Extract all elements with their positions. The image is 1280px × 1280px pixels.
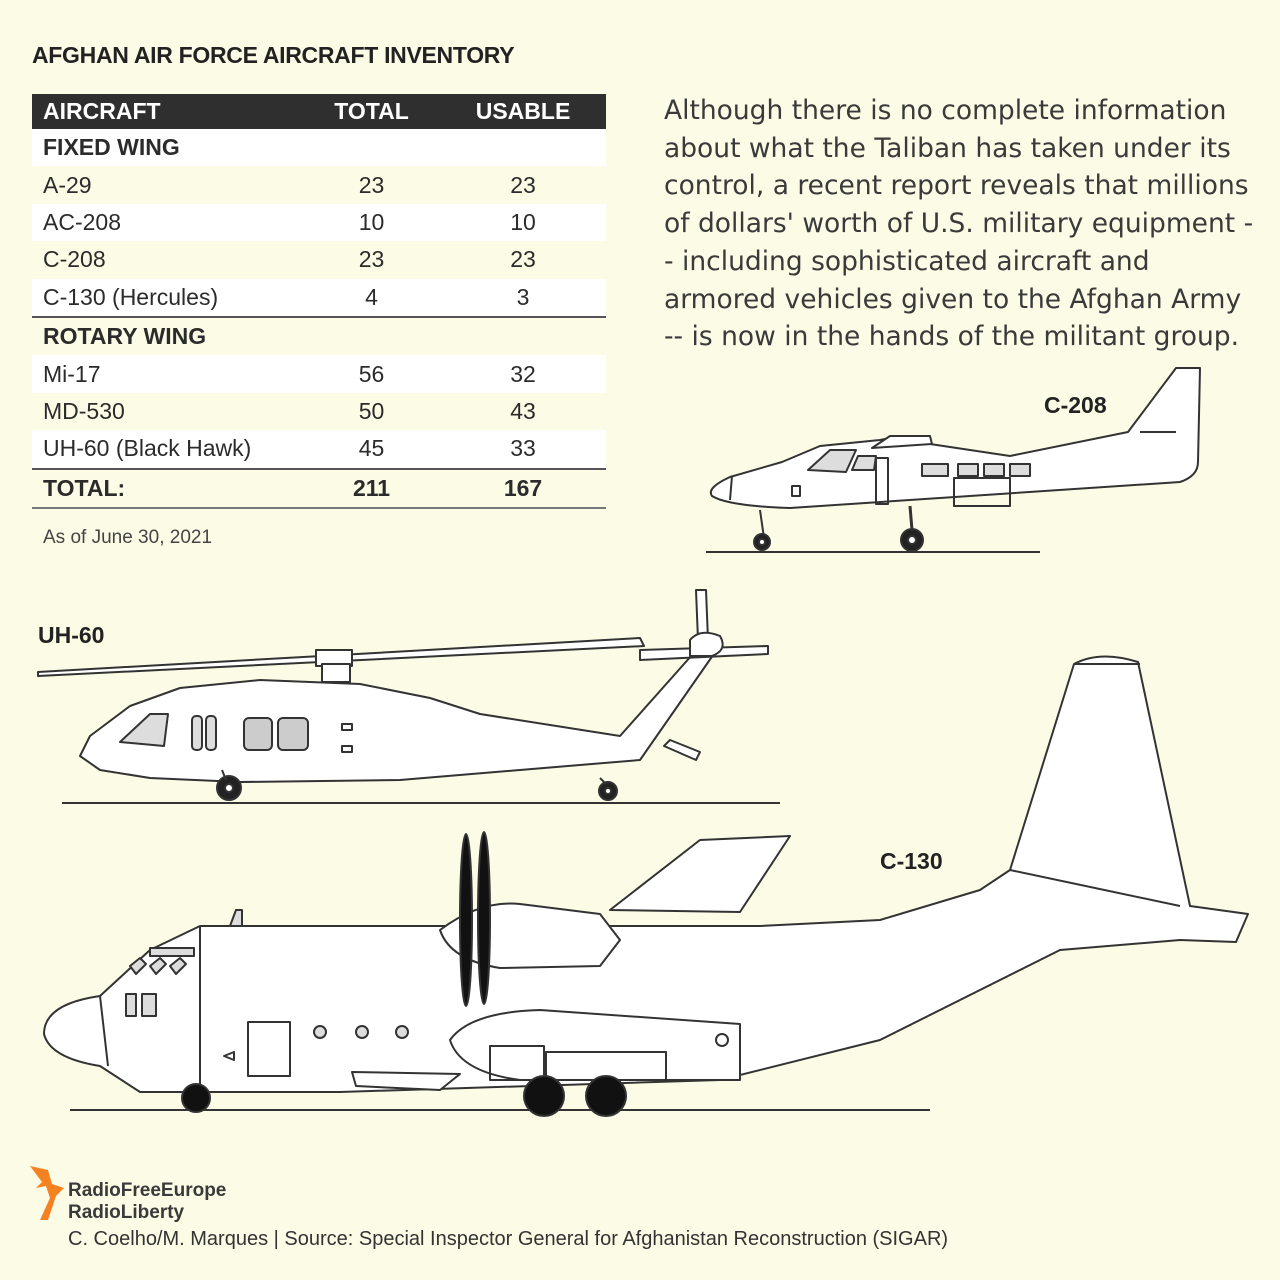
logo-line-1: RadioFreeEurope <box>68 1180 227 1201</box>
aircraft-cell: Mi-17 <box>32 355 303 393</box>
aircraft-cell: AC-208 <box>32 203 303 242</box>
table-header-row: AIRCRAFT TOTAL USABLE <box>32 94 606 129</box>
usable-cell: 3 <box>440 278 606 318</box>
usable-cell: 23 <box>510 246 536 273</box>
total-cell: 23 <box>358 246 385 273</box>
total-cell: 4 <box>303 278 440 318</box>
aircraft-cell: UH-60 (Black Hawk) <box>32 430 303 470</box>
header-total: TOTAL <box>303 94 440 129</box>
table-row: Mi-17 56 32 <box>32 355 606 393</box>
header-usable: USABLE <box>440 94 606 129</box>
logo-text: RadioFreeEurope RadioLiberty <box>68 1180 226 1224</box>
total-label: TOTAL: <box>32 468 303 509</box>
table-row: C-208 23 23 <box>32 241 606 278</box>
usable-cell: 167 <box>440 468 606 509</box>
table-row: UH-60 (Black Hawk) 45 33 <box>32 430 606 470</box>
section-label: ROTARY WING <box>43 323 207 350</box>
table-row: C-130 (Hercules) 4 3 <box>32 278 606 318</box>
c130-label: C-130 <box>880 848 943 874</box>
logo-line-2: RadioLiberty <box>68 1202 185 1223</box>
section-row-fixed-wing: FIXED WING <box>32 129 606 167</box>
c208-illustration <box>706 367 1201 553</box>
total-cell: 50 <box>358 397 385 424</box>
aircraft-cell: C-208 <box>43 246 106 273</box>
uh60-label: UH-60 <box>38 622 105 648</box>
total-cell: 10 <box>303 203 440 242</box>
section-label: FIXED WING <box>32 129 606 167</box>
usable-cell: 43 <box>510 397 536 424</box>
total-cell: 45 <box>303 430 440 470</box>
description-paragraph: Although there is no complete informatio… <box>664 95 1254 353</box>
credits: C. Coelho/M. Marques | Source: Special I… <box>68 1228 949 1250</box>
total-row: TOTAL: 211 167 <box>32 468 606 509</box>
aircraft-cell: MD-530 <box>43 397 125 424</box>
aircraft-cell: C-130 (Hercules) <box>32 278 303 318</box>
usable-cell: 23 <box>510 171 536 198</box>
header-aircraft: AIRCRAFT <box>32 94 303 129</box>
table-row: A-29 23 23 <box>32 166 606 203</box>
usable-cell: 32 <box>440 355 606 393</box>
total-cell: 211 <box>303 468 440 509</box>
usable-cell: 10 <box>440 203 606 242</box>
usable-cell: 33 <box>440 430 606 470</box>
total-cell: 56 <box>303 355 440 393</box>
total-cell: 23 <box>358 171 385 198</box>
as-of-note: As of June 30, 2021 <box>43 527 213 548</box>
section-row-rotary-wing: ROTARY WING <box>32 317 606 355</box>
table-row: AC-208 10 10 <box>32 203 606 242</box>
c130-illustration <box>43 655 1249 1117</box>
uh60-illustration <box>37 589 780 804</box>
table-row: MD-530 50 43 <box>32 393 606 430</box>
c208-label: C-208 <box>1044 392 1107 418</box>
rferl-logo-icon <box>30 1166 64 1220</box>
aircraft-cell: A-29 <box>43 171 92 198</box>
inventory-table: AIRCRAFT TOTAL USABLE FIXED WING A-29 23… <box>32 94 606 509</box>
chart-title: AFGHAN AIR FORCE AIRCRAFT INVENTORY <box>32 42 515 68</box>
